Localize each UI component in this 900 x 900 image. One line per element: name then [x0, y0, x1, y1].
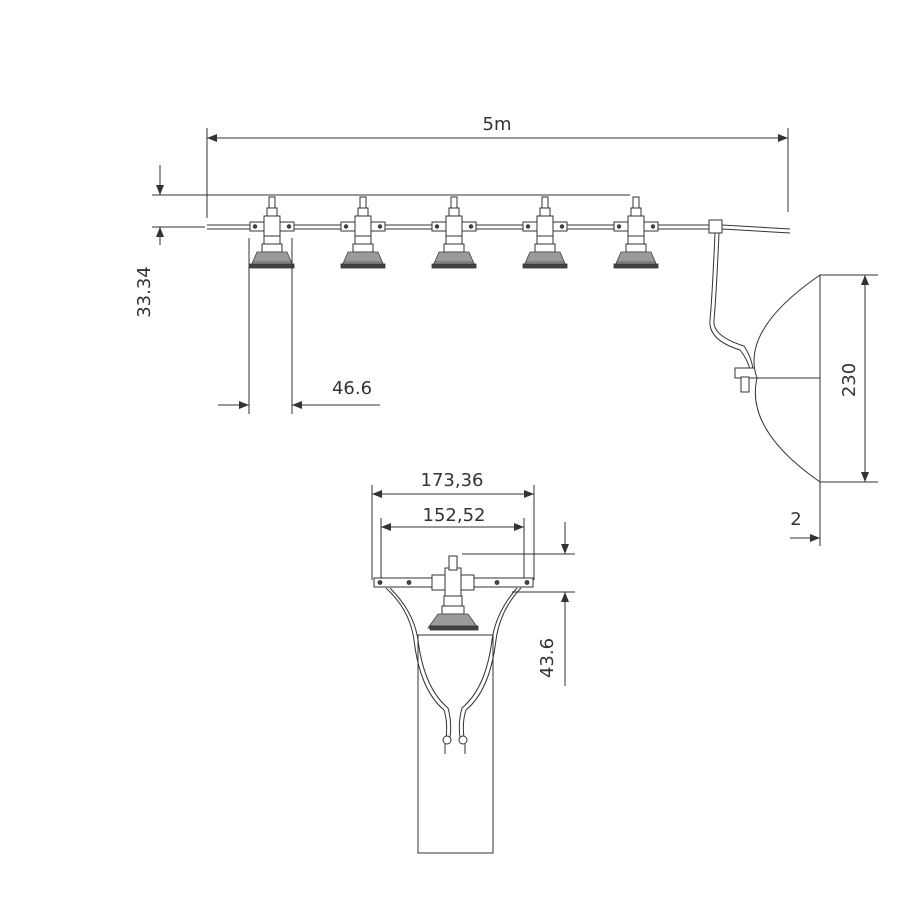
canopy-height-label: 230 [839, 363, 860, 397]
bracket-inner-width-dimension: 152,52 [380, 505, 525, 580]
canopy-depth-label: 2 [790, 509, 801, 530]
canopy-depth-dimension: 2 [790, 482, 821, 546]
bracket-drop-dimension: 43.6 [462, 522, 575, 686]
fixture-width-label: 46.6 [332, 378, 372, 399]
total-length-dimension: 5m [206, 114, 789, 218]
cable-clip [708, 219, 723, 234]
canopy-height-dimension: 230 [820, 274, 878, 483]
bracket-inner-width-label: 152,52 [423, 505, 486, 526]
fixture-row [249, 196, 659, 269]
wall-canopy [709, 232, 821, 483]
fixture-height-dimension: 33.34 [134, 165, 630, 318]
bracket-assembly [373, 555, 534, 854]
pendant-fixture [522, 196, 568, 269]
pendant-fixture [249, 196, 295, 269]
wall-plate [417, 634, 494, 854]
pendant-fixture [613, 196, 659, 269]
bracket-outer-width-dimension: 173,36 [371, 470, 535, 580]
pendant-fixture [340, 196, 386, 269]
fixture-width-dimension: 46.6 [218, 238, 380, 414]
total-length-label: 5m [483, 114, 512, 135]
bracket-drop-label: 43.6 [537, 638, 558, 678]
fixture-height-label: 33.34 [134, 266, 155, 318]
pendant-fixture [431, 196, 477, 269]
bracket-outer-width-label: 173,36 [421, 470, 484, 491]
